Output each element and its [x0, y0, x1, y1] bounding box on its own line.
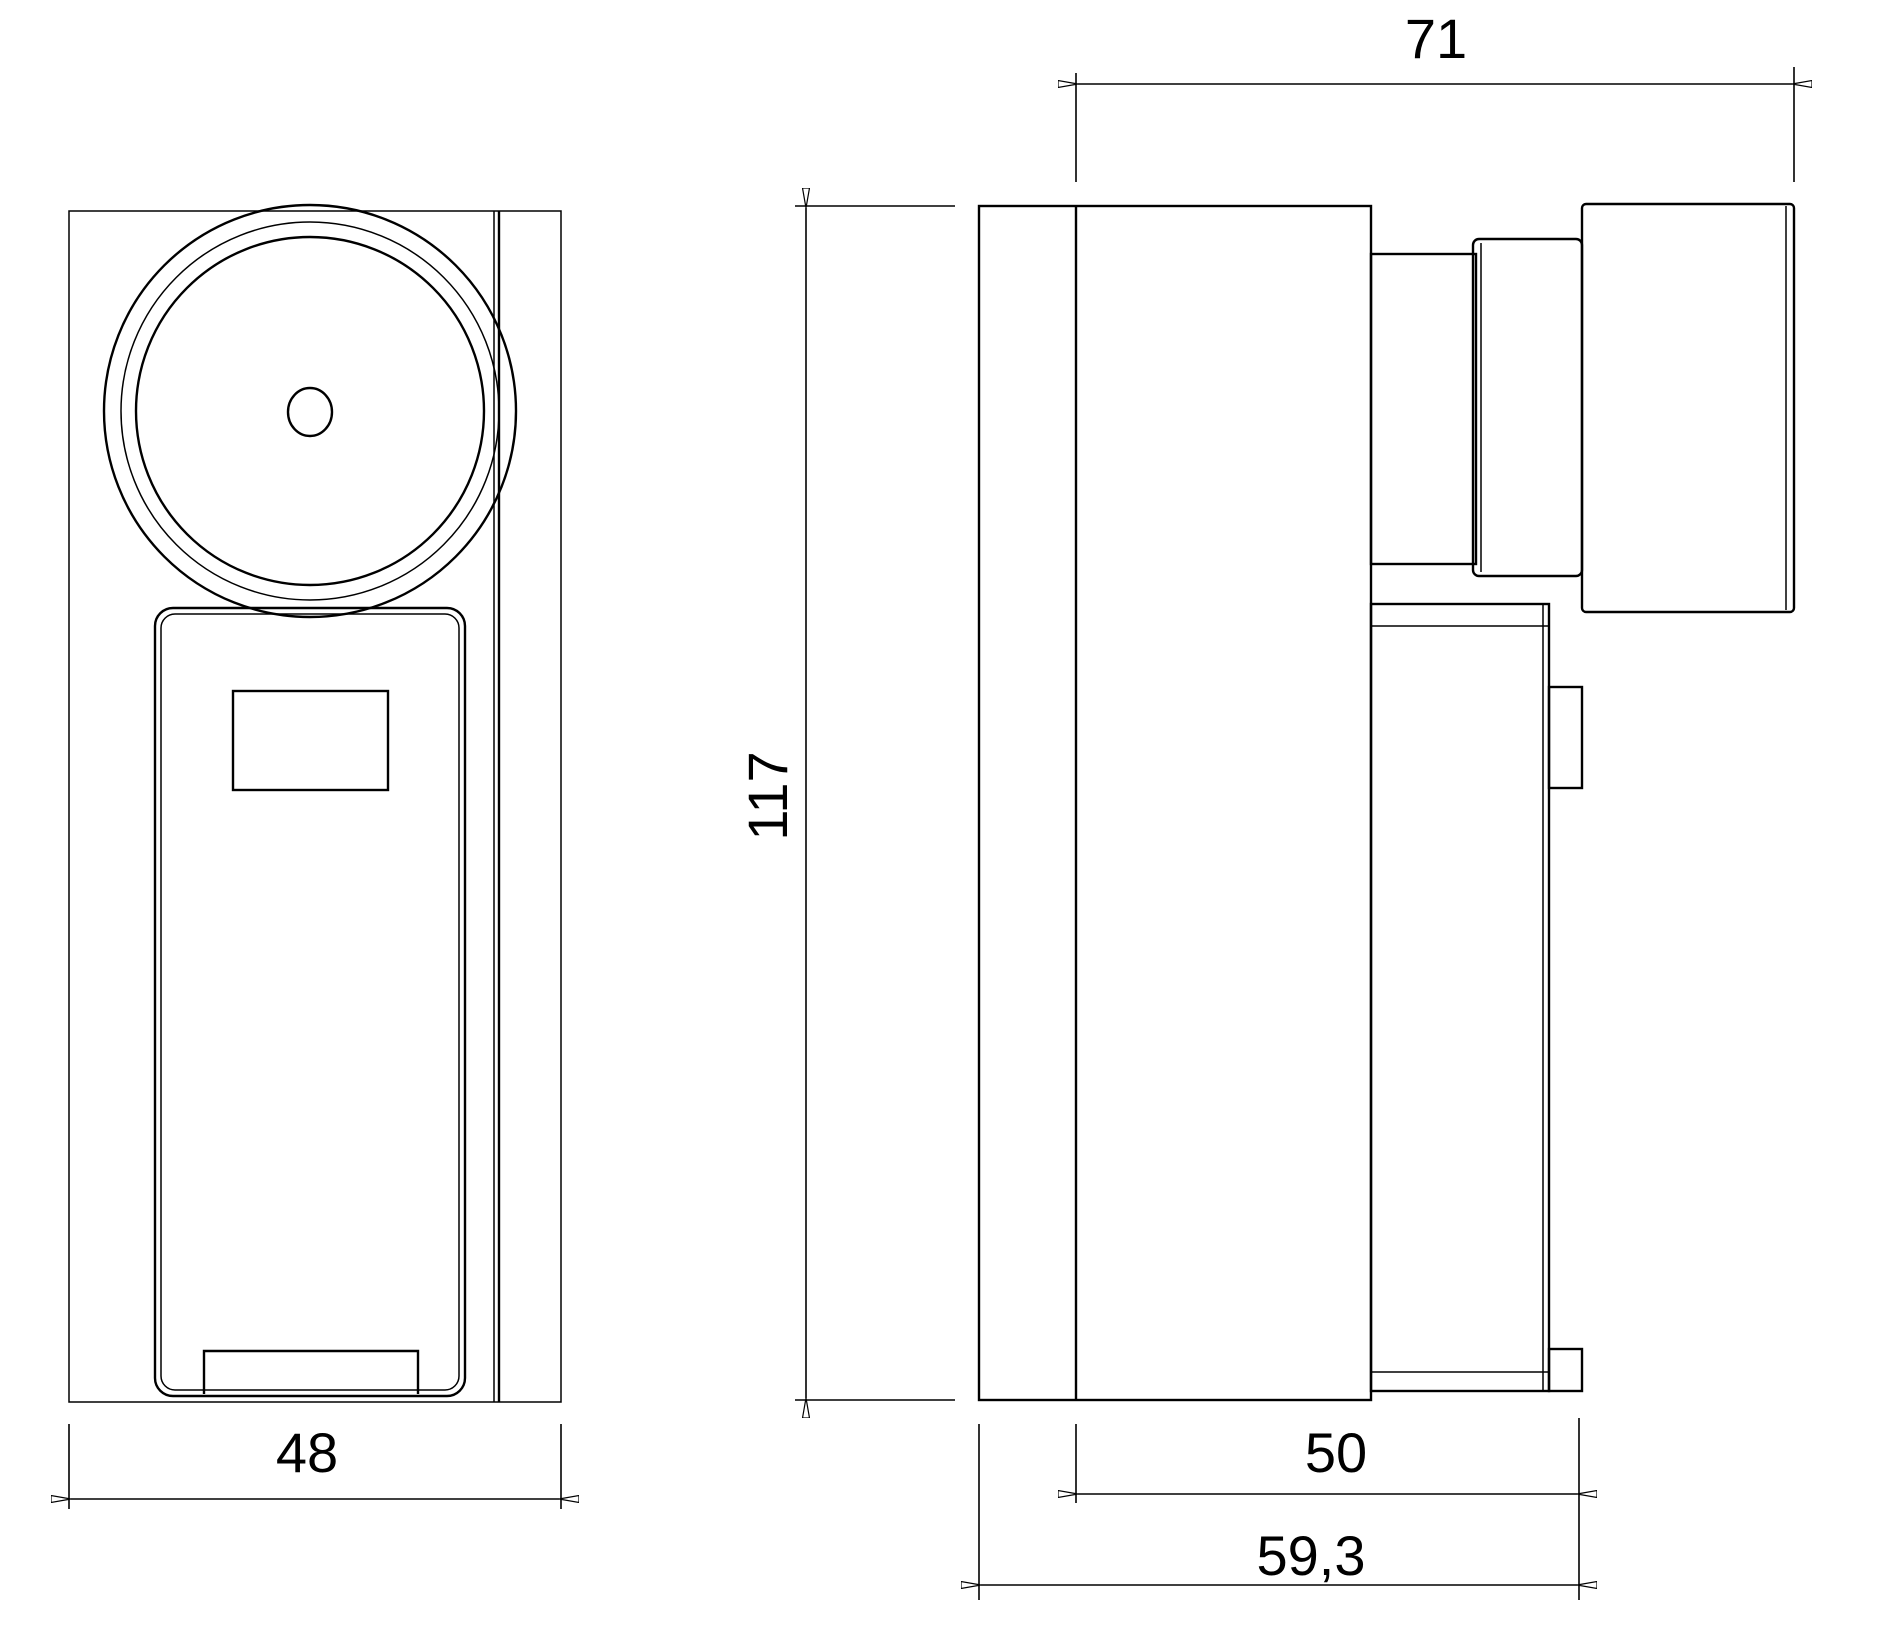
knob-indicator-hole: [286, 386, 334, 438]
side-tab-lower: [1547, 1347, 1584, 1393]
knob-outer-ring: [102, 203, 518, 619]
knob-neck: [1369, 252, 1478, 566]
battery-cover-outline: [153, 606, 467, 1398]
battery-cover-inner: [160, 613, 460, 1391]
dimension-label-top: 71: [1405, 7, 1467, 70]
dimension-label-depth: 50: [1305, 1421, 1367, 1484]
dimension-label-width: 48: [276, 1421, 338, 1484]
knob-inner-ring: [134, 235, 486, 587]
side-housing-body: [977, 204, 1373, 1402]
front-housing-outline: [68, 210, 562, 1403]
side-tab-upper: [1547, 685, 1584, 790]
knob-cap: [1580, 202, 1796, 614]
front-view: 48: [68, 203, 562, 1509]
side-view: 117 71 50 59,3: [736, 7, 1794, 1600]
knob-middle-ring: [120, 221, 500, 601]
cover-latch-tab: [202, 1349, 420, 1394]
dimension-label-overall-depth: 59,3: [1257, 1524, 1366, 1587]
knob-collar: [1471, 237, 1584, 578]
battery-compartment: [1369, 602, 1551, 1393]
dimension-label-height: 117: [736, 751, 799, 840]
display-window: [231, 689, 390, 792]
